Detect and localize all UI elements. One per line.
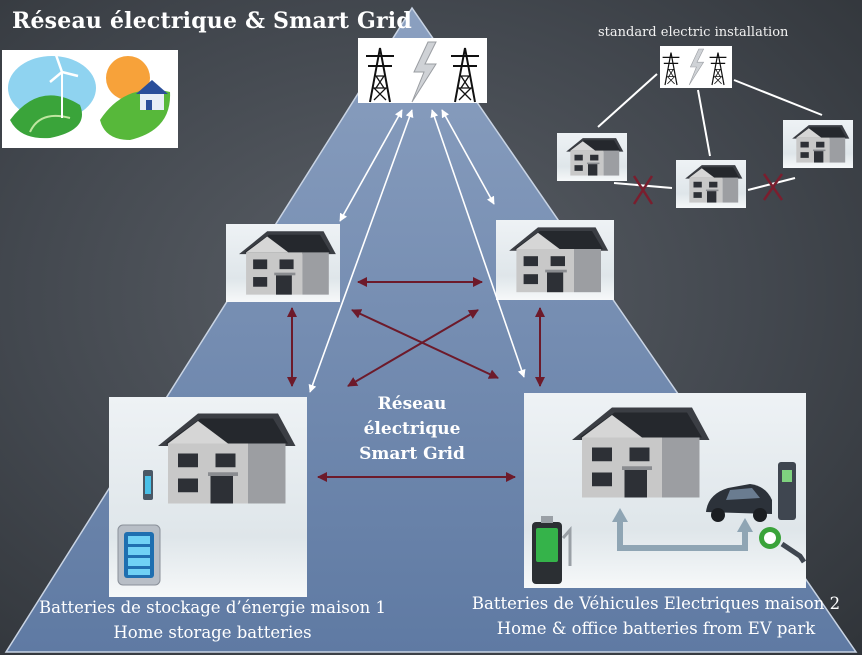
power-pylon-icon bbox=[660, 46, 732, 88]
house1-caption-fr: Batteries de stockage d’énergie maison 1 bbox=[38, 598, 387, 617]
slide-title: Réseau électrique & Smart Grid bbox=[12, 8, 412, 34]
supply-line bbox=[697, 89, 711, 157]
house-icon bbox=[676, 160, 746, 208]
center-label-line: Réseau bbox=[377, 394, 447, 414]
battery-pack-icon bbox=[143, 470, 153, 500]
house1-caption-en: Home storage batteries bbox=[113, 623, 312, 642]
wind-solar-logo bbox=[2, 50, 178, 148]
electric-car-icon bbox=[706, 484, 772, 522]
supply-line bbox=[733, 79, 823, 116]
house2-ev-photo bbox=[524, 393, 807, 588]
standard-installation-label: standard electric installation bbox=[598, 25, 789, 40]
house-icon bbox=[557, 133, 627, 181]
center-label-line: Smart Grid bbox=[359, 444, 465, 464]
house-icon bbox=[226, 224, 340, 302]
grid-supply-arrows bbox=[308, 109, 526, 393]
ev-battery-icon bbox=[532, 516, 572, 584]
grid-power-box bbox=[358, 38, 487, 103]
center-label-line: électrique bbox=[363, 419, 461, 439]
charging-station-icon bbox=[778, 462, 796, 520]
no-connection-cross bbox=[632, 173, 784, 205]
energy-exchange-arrows bbox=[287, 277, 545, 482]
house-icon bbox=[496, 220, 614, 300]
house1-storage-photo bbox=[109, 397, 307, 597]
ev-plug-icon bbox=[759, 527, 807, 564]
standard-installation bbox=[557, 46, 853, 208]
charge-flow-arrow bbox=[617, 518, 748, 551]
supply-line bbox=[597, 73, 658, 128]
battery-pack-icon bbox=[117, 524, 161, 586]
house-icon bbox=[783, 120, 853, 168]
no-link-line bbox=[613, 182, 673, 189]
house2-caption-fr: Batteries de Véhicules Electriques maiso… bbox=[471, 594, 841, 613]
house2-caption-en: Home & office batteries from EV park bbox=[496, 619, 816, 638]
